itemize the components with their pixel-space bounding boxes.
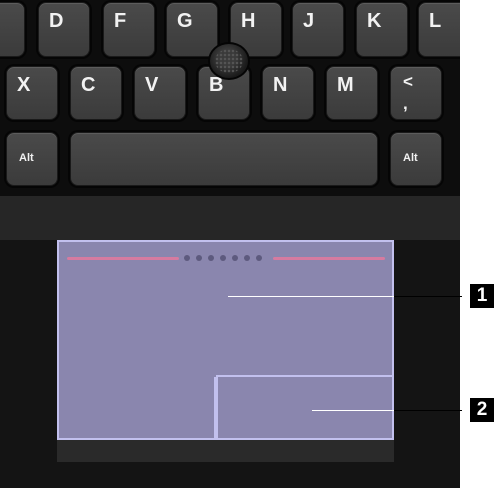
trackpoint-button-middle-dots	[184, 255, 269, 262]
key-b[interactable]: B	[198, 66, 250, 120]
trackpoint-icon[interactable]	[208, 42, 250, 80]
dot	[220, 255, 226, 261]
dot	[256, 255, 262, 261]
dot	[244, 255, 250, 261]
key-left-alt[interactable]: Alt	[6, 132, 58, 186]
key-label: L	[429, 10, 442, 32]
key-label: K	[367, 10, 382, 32]
key-n[interactable]: N	[262, 66, 314, 120]
dot	[196, 255, 202, 261]
key-j[interactable]: J	[292, 2, 344, 57]
key-label: J	[303, 10, 315, 32]
key-label: H	[241, 10, 256, 32]
laptop-body: D F G H J K L X C V B N M < , Alt Alt	[0, 0, 460, 488]
callout-badge-2: 2	[470, 398, 494, 422]
key-label: M	[337, 74, 354, 96]
key-l[interactable]: L	[418, 2, 460, 57]
key-g[interactable]: G	[166, 2, 218, 57]
callout-line-2-outside	[394, 410, 462, 411]
dot	[232, 255, 238, 261]
key-label: G	[177, 10, 193, 32]
keyboard: D F G H J K L X C V B N M < , Alt Alt	[0, 0, 460, 196]
key-x[interactable]: X	[6, 66, 58, 120]
trackpoint-button-left-stripe	[67, 257, 179, 260]
key-label: X	[17, 74, 31, 96]
callout-line-1	[228, 296, 462, 297]
callout-badge-1: 1	[470, 284, 494, 308]
key-label: Alt	[19, 152, 34, 164]
key-spacebar[interactable]	[70, 132, 378, 186]
key-label: C	[81, 74, 96, 96]
key-k[interactable]: K	[356, 2, 408, 57]
key-c[interactable]: C	[70, 66, 122, 120]
key-f[interactable]: F	[103, 2, 155, 57]
touchpad-right-click-zone[interactable]	[216, 375, 394, 440]
key-label: Alt	[403, 152, 418, 164]
dot	[184, 255, 190, 261]
key-label: F	[114, 10, 127, 32]
key-s[interactable]	[0, 2, 25, 57]
key-label-top: <	[403, 72, 413, 91]
trackpoint-button-right-stripe	[273, 257, 385, 260]
key-label: V	[145, 74, 159, 96]
key-comma[interactable]: < ,	[390, 66, 442, 120]
key-m[interactable]: M	[326, 66, 378, 120]
callout-line-2	[312, 410, 462, 411]
palmrest-band	[0, 196, 460, 240]
key-label: N	[273, 74, 288, 96]
key-right-alt[interactable]: Alt	[390, 132, 442, 186]
key-d[interactable]: D	[38, 2, 90, 57]
key-label-bottom: ,	[403, 94, 408, 113]
callout-line-1-outside	[394, 296, 462, 297]
dot	[208, 255, 214, 261]
key-label: B	[209, 74, 224, 96]
key-v[interactable]: V	[134, 66, 186, 120]
touchpad[interactable]	[57, 240, 394, 462]
key-label: D	[49, 10, 64, 32]
